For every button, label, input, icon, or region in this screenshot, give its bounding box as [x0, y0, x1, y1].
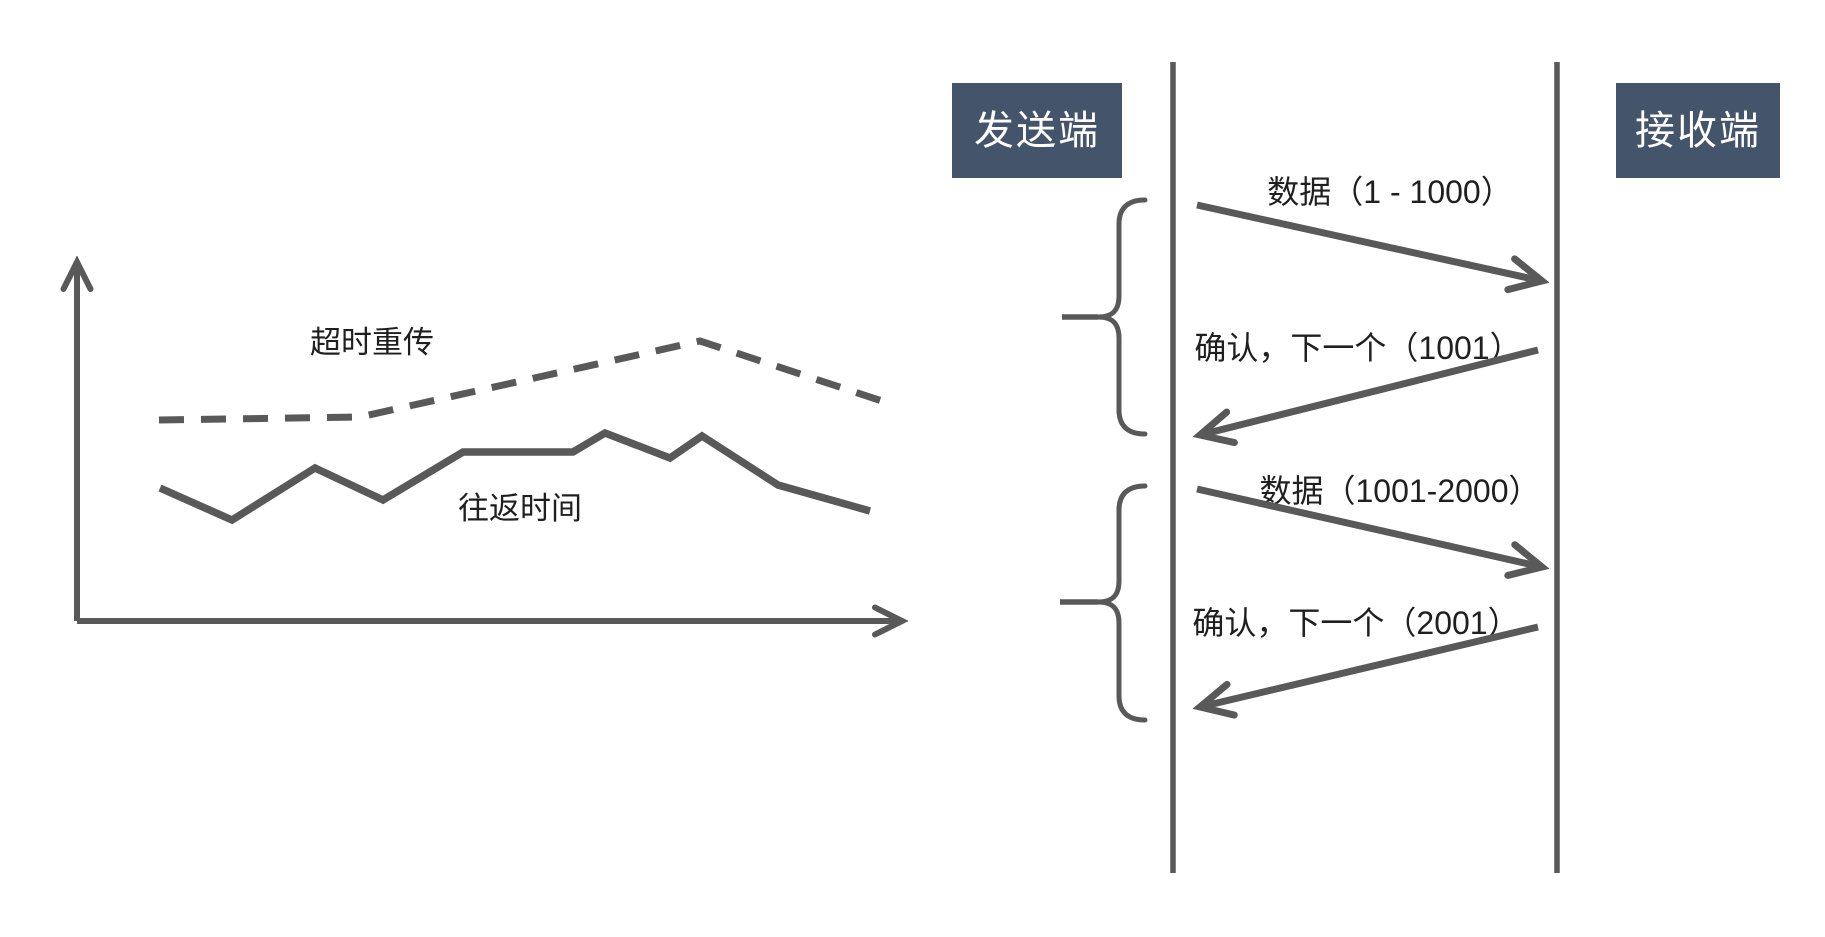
message-data-1001-2000-label: 数据（1001-2000）: [1259, 473, 1540, 509]
receiver-endpoint: 接收端: [1616, 83, 1780, 178]
sequence-diagram: 发送端 接收端 数据（1 - 1000） 确认，下一个（1001） 数据（1: [952, 62, 1780, 873]
message-data-1-1000-arrow: [1196, 201, 1542, 281]
message-ack-1001-label: 确认，下一个（1001）: [1194, 330, 1521, 366]
timeout-retransmission-label: 超时重传: [310, 325, 434, 360]
message-ack-2001-arrow: [1200, 623, 1539, 707]
message-ack-2001-label: 确认，下一个（2001）: [1192, 605, 1519, 641]
message-data-1-1000-label: 数据（1 - 1000）: [1267, 174, 1512, 210]
rtt-chart: 超时重传 往返时间: [77, 262, 902, 621]
receiver-box: [1616, 83, 1780, 178]
message-ack-1001-arrow: [1200, 346, 1539, 435]
rtt-brace-sample-1: [1062, 197, 1148, 437]
message-data-1001-2000: 数据（1001-2000）: [1196, 473, 1542, 567]
sender-endpoint: 发送端: [952, 83, 1122, 178]
message-data-1001-2000-arrow: [1196, 485, 1542, 567]
message-ack-1001: 确认，下一个（1001）: [1194, 330, 1539, 435]
sender-box: [952, 83, 1122, 178]
round-trip-time-line: [158, 428, 872, 525]
sender-label: 发送端: [974, 109, 1100, 153]
round-trip-time-label: 往返时间: [458, 491, 582, 526]
message-ack-2001: 确认，下一个（2001）: [1192, 605, 1539, 707]
timeout-retransmission-line: [158, 337, 887, 424]
message-data-1-1000: 数据（1 - 1000）: [1196, 174, 1542, 281]
receiver-label: 接收端: [1635, 109, 1761, 153]
rtt-brace-sample-2: [1060, 483, 1148, 723]
brace-2: [1097, 483, 1148, 723]
brace-1: [1097, 197, 1148, 437]
